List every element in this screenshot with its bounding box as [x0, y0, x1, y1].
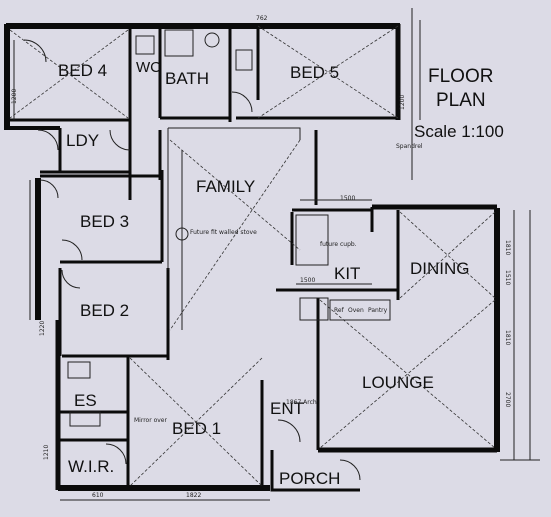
- room-bath: BATH: [165, 69, 209, 88]
- dim-2700: 2700: [504, 392, 511, 407]
- dim-1810-a: 1810: [504, 240, 511, 255]
- room-wir: W.I.R.: [68, 457, 114, 476]
- title-line2: PLAN: [436, 90, 486, 111]
- outer-walls: [4, 23, 500, 492]
- room-es: ES: [74, 391, 97, 410]
- dim-1822: 1822: [186, 492, 201, 499]
- room-bed5: BED 5: [290, 63, 339, 82]
- note-ref: Ref: [334, 307, 345, 314]
- dim-1510: 1510: [504, 270, 511, 285]
- dim-1200-b: 1200: [399, 95, 406, 110]
- note-spandrel: Spandrel: [396, 143, 423, 150]
- note-pantry: Pantry: [368, 307, 388, 314]
- room-ldy: LDY: [66, 131, 99, 150]
- note-future-wall: Future fit walled stove: [190, 229, 257, 236]
- room-bed1: BED 1: [172, 419, 221, 438]
- note-mirror: Mirror over: [134, 417, 167, 424]
- dim-1810-b: 1810: [504, 330, 511, 345]
- note-arch: 1867 Arch: [286, 399, 317, 406]
- room-lounge: LOUNGE: [362, 373, 434, 392]
- room-bed4: BED 4: [58, 61, 107, 80]
- dim-1220: 1220: [39, 321, 46, 336]
- room-ent: ENT: [270, 399, 304, 418]
- dim-1500-top: 1500: [340, 195, 355, 202]
- room-wc: WC: [136, 59, 161, 76]
- note-oven: Oven: [348, 307, 364, 314]
- room-dining: DINING: [410, 259, 470, 278]
- dim-1500-kit: 1500: [300, 277, 315, 284]
- title-line1: FLOOR: [428, 66, 493, 87]
- dim-610: 610: [92, 492, 104, 499]
- dim-1210: 1210: [43, 445, 50, 460]
- room-bed2: BED 2: [80, 301, 129, 320]
- note-future-cupboard: future cupb.: [320, 241, 357, 248]
- scale-label: Scale 1:100: [414, 122, 504, 141]
- dim-762: 762: [256, 15, 268, 22]
- detail-lines: [9, 8, 540, 501]
- dim-1200: 1200: [11, 89, 18, 104]
- room-family: FAMILY: [196, 177, 255, 196]
- room-bed3: BED 3: [80, 212, 129, 231]
- room-kit: KIT: [334, 264, 360, 283]
- room-porch: PORCH: [279, 469, 340, 488]
